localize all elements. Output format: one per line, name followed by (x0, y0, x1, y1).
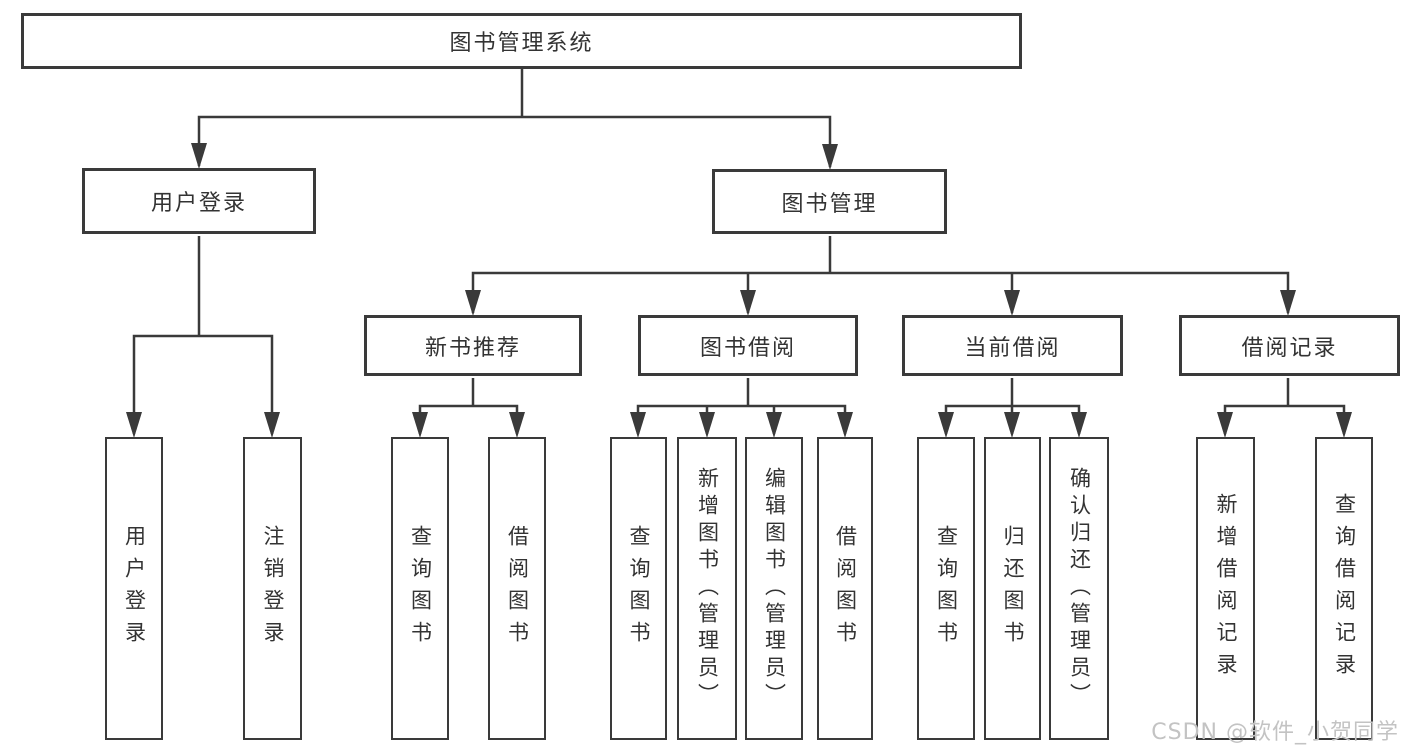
leaf-label: 编辑图书（管理员） (762, 467, 787, 710)
node-label: 新书推荐 (424, 335, 521, 361)
node-user-login-module: 用户登录 (82, 168, 316, 234)
leaf-query-books-current: 查询图书 (917, 437, 975, 740)
leaf-logout: 注销登录 (243, 437, 302, 740)
leaf-label: 归还图书 (1001, 524, 1025, 653)
leaf-label: 新增图书（管理员） (695, 467, 720, 710)
connector-lines (132, 67, 1346, 434)
node-new-book-recommend: 新书推荐 (364, 315, 582, 376)
leaf-label: 新增借阅记录 (1214, 492, 1238, 685)
leaf-label: 查询借阅记录 (1332, 492, 1357, 685)
node-label: 借阅记录 (1241, 335, 1338, 361)
leaf-label: 注销登录 (261, 524, 285, 653)
leaf-label: 借阅图书 (833, 524, 858, 653)
leaf-label: 借阅图书 (505, 524, 530, 653)
node-root-system: 图书管理系统 (21, 13, 1022, 69)
leaf-borrow-books: 借阅图书 (817, 437, 873, 740)
leaf-user-login: 用户登录 (105, 437, 163, 740)
leaf-label: 查询图书 (627, 524, 651, 653)
leaf-query-borrow-record: 查询借阅记录 (1315, 437, 1373, 740)
leaf-query-books-borrow: 查询图书 (610, 437, 667, 740)
leaf-confirm-return-admin: 确认归还（管理员） (1049, 437, 1109, 740)
node-current-borrowing: 当前借阅 (902, 315, 1123, 376)
leaf-borrow-books-recommend: 借阅图书 (488, 437, 546, 740)
node-label: 图书借阅 (699, 335, 796, 361)
csdn-watermark: CSDN @软件_小贺同学 (1151, 720, 1399, 745)
leaf-label: 查询图书 (934, 524, 959, 653)
node-book-management-module: 图书管理 (712, 169, 947, 234)
node-borrowing-records: 借阅记录 (1179, 315, 1400, 376)
leaf-label: 确认归还（管理员） (1067, 467, 1092, 710)
leaf-label: 查询图书 (408, 524, 433, 653)
leaf-edit-book-admin: 编辑图书（管理员） (745, 437, 803, 740)
node-label: 用户登录 (150, 191, 247, 216)
node-book-borrowing: 图书借阅 (638, 315, 858, 376)
leaf-return-book: 归还图书 (984, 437, 1041, 740)
leaf-add-book-admin: 新增图书（管理员） (677, 437, 737, 740)
node-label: 图书管理 (781, 191, 878, 217)
leaf-add-borrow-record: 新增借阅记录 (1196, 437, 1255, 740)
node-label: 图书管理系统 (449, 31, 594, 56)
leaf-query-books-recommend: 查询图书 (391, 437, 449, 740)
node-label: 当前借阅 (964, 335, 1061, 361)
leaf-label: 用户登录 (122, 524, 147, 653)
